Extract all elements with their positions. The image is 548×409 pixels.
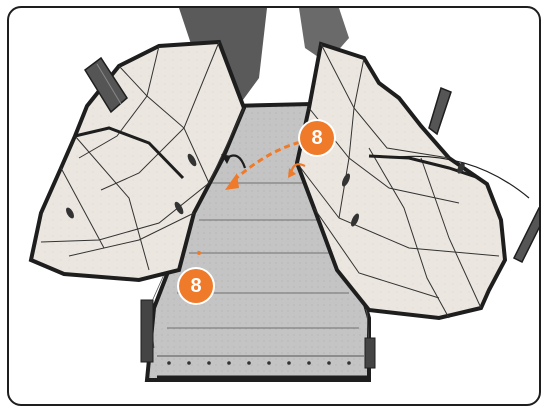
marker-dot (197, 251, 201, 255)
image-frame: 8 8 (7, 6, 541, 406)
callout-badge-upper: 8 (300, 121, 334, 155)
left-clip (141, 300, 153, 362)
right-clip (365, 338, 375, 368)
callout-badge-lower: 8 (179, 269, 213, 303)
assembly-illustration (9, 8, 541, 406)
